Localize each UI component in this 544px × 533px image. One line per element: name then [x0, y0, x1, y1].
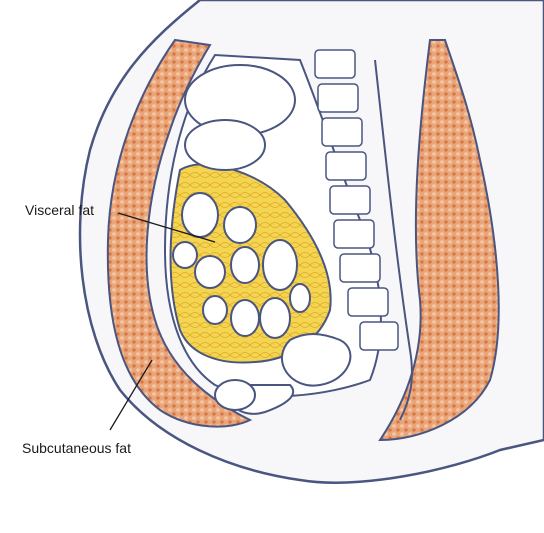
visceral-fat-label: Visceral fat [25, 202, 94, 218]
subcutaneous-fat-label: Subcutaneous fat [22, 440, 131, 456]
